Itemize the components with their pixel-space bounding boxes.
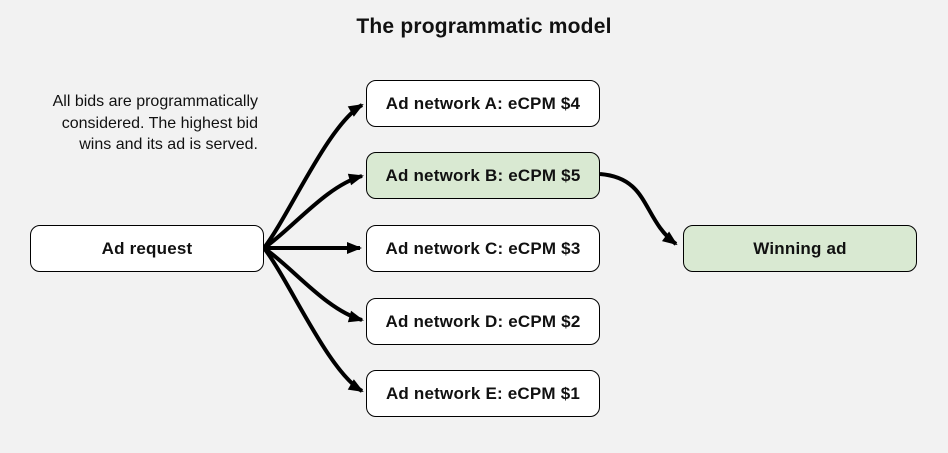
description-text: All bids are programmatically considered… xyxy=(14,91,258,156)
arrow-network-b-to-winning-ad xyxy=(599,172,678,246)
node-ad-network-b: Ad network B: eCPM $5 xyxy=(366,152,600,199)
node-label: Ad network B: eCPM $5 xyxy=(385,165,581,185)
node-winning-ad: Winning ad xyxy=(683,225,917,272)
node-label: Winning ad xyxy=(753,238,847,258)
node-label: Ad network C: eCPM $3 xyxy=(385,238,581,258)
arrow-ad-request-to-network-b xyxy=(262,173,364,250)
arrow-ad-request-to-network-e xyxy=(262,246,364,393)
node-ad-network-d: Ad network D: eCPM $2 xyxy=(366,298,600,345)
node-label: Ad network A: eCPM $4 xyxy=(385,93,581,113)
description-line: wins and its ad is served. xyxy=(79,136,258,153)
node-label: Ad network D: eCPM $2 xyxy=(385,311,581,331)
arrow-ad-request-to-network-a xyxy=(262,103,364,250)
diagram-title: The programmatic model xyxy=(356,15,612,38)
arrow-ad-request-to-network-d xyxy=(262,246,364,323)
node-label: Ad request xyxy=(101,238,193,258)
node-ad-network-a: Ad network A: eCPM $4 xyxy=(366,80,600,127)
node-ad-network-e: Ad network E: eCPM $1 xyxy=(366,370,600,417)
node-ad-request: Ad request xyxy=(30,225,264,272)
node-ad-network-c: Ad network C: eCPM $3 xyxy=(366,225,600,272)
description-line: considered. The highest bid xyxy=(61,114,258,132)
description-line: All bids are programmatically xyxy=(52,93,258,110)
node-label: Ad network E: eCPM $1 xyxy=(385,383,581,403)
